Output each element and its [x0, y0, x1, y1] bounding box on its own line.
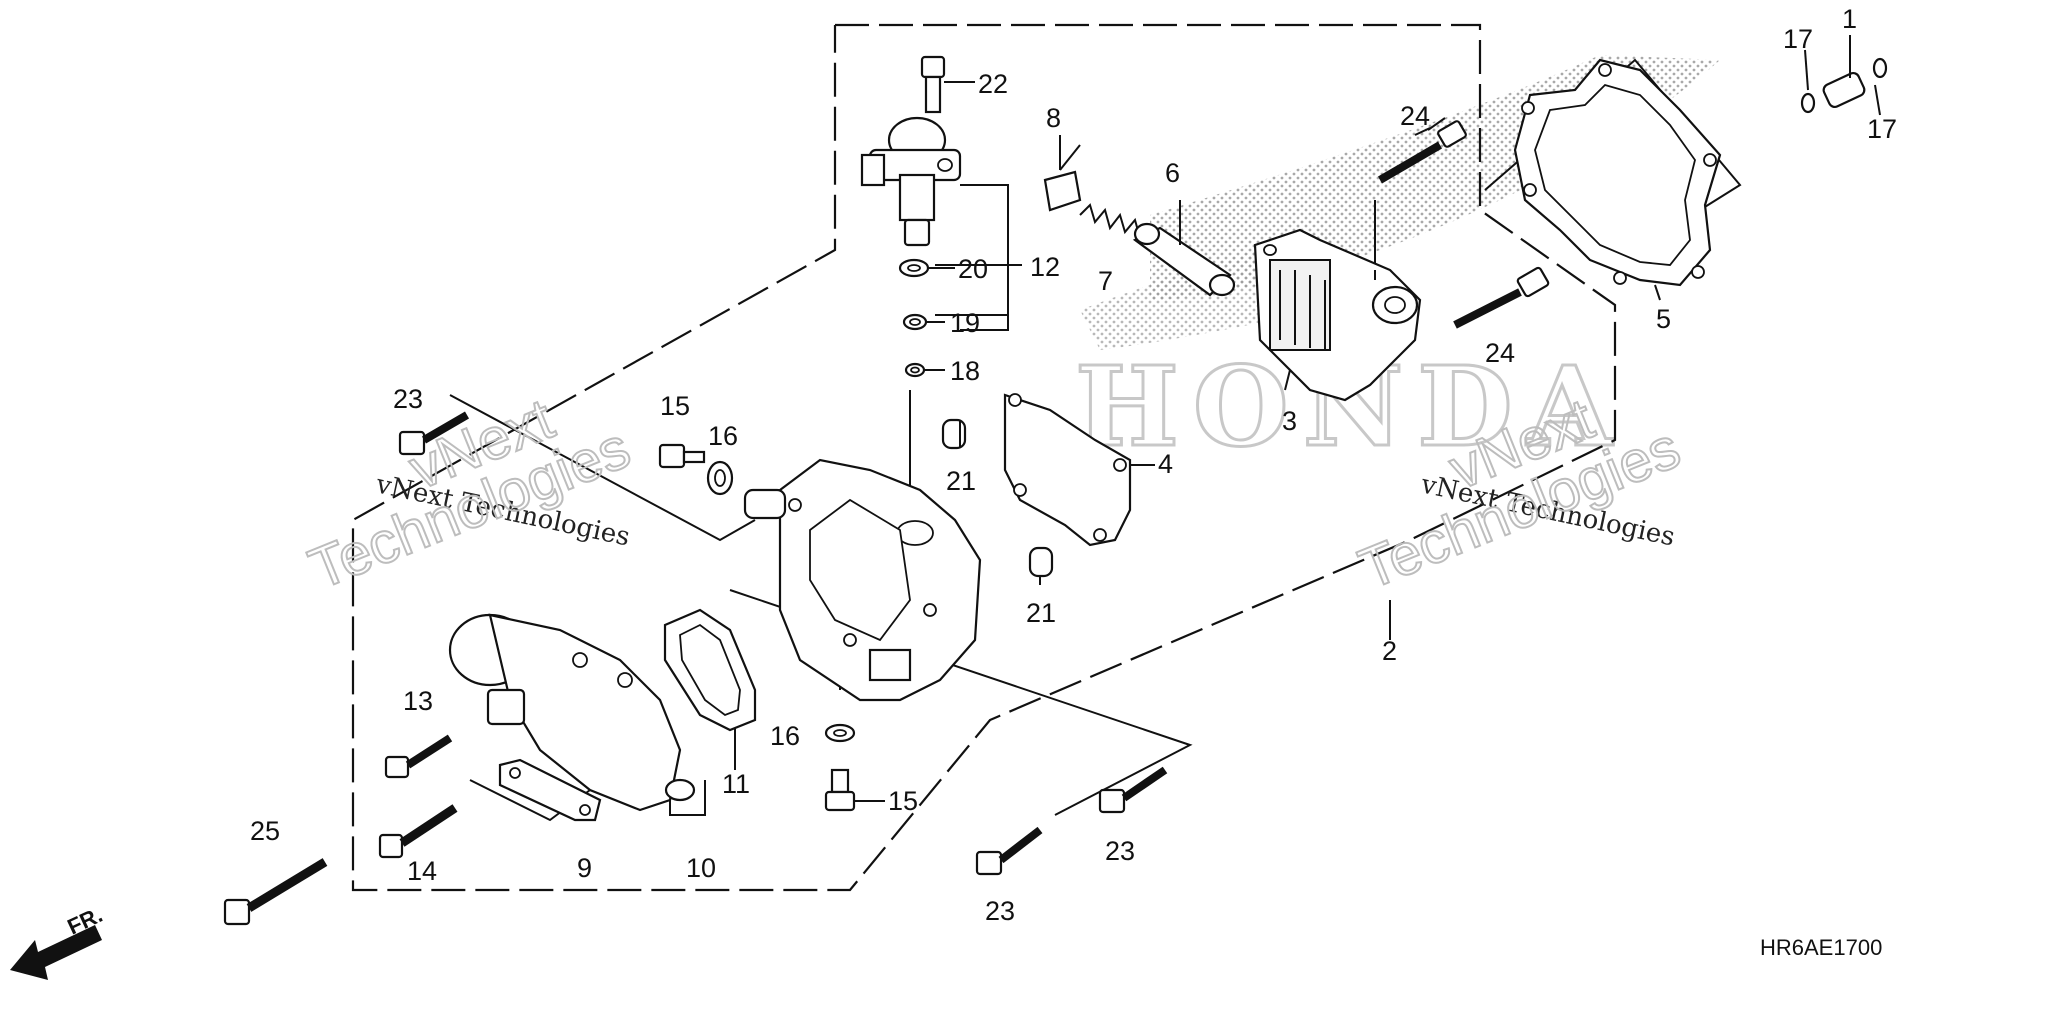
callout-24-lower: 24 [1485, 338, 1515, 368]
callout-21-lower: 21 [1026, 598, 1056, 628]
callout-16-lower: 16 [770, 721, 800, 751]
washer-17 [1800, 57, 1888, 114]
bolt-13 [384, 734, 453, 779]
part-8 [1043, 135, 1082, 212]
solenoid-10 [448, 613, 696, 812]
callouts: 1 2 3 4 5 6 7 8 9 10 11 12 13 14 15 15 1… [250, 4, 1897, 926]
callout-23-lower-left: 23 [985, 896, 1015, 926]
front-direction-arrow: FR. [10, 902, 106, 980]
callout-5: 5 [1656, 304, 1671, 334]
callout-23-lower-right: 23 [1105, 836, 1135, 866]
bolt-24-lower [1453, 266, 1550, 329]
assembly-frame [351, 23, 1617, 892]
callout-16-upper: 16 [708, 421, 738, 451]
dowel-21-upper [941, 418, 967, 450]
bracket-9 [498, 758, 602, 822]
callout-10: 10 [686, 853, 716, 883]
washer-16-lower [824, 723, 856, 743]
callout-4: 4 [1158, 449, 1173, 479]
callout-11: 11 [722, 769, 750, 799]
callout-8: 8 [1046, 103, 1061, 133]
washer-16-upper [706, 460, 734, 496]
callout-22: 22 [978, 69, 1008, 99]
callout-23-upper: 23 [393, 384, 423, 414]
bolt-23-lower-left [975, 826, 1043, 876]
washers [898, 258, 955, 378]
leader-lines [959, 49, 1881, 640]
callout-12: 12 [1030, 252, 1060, 282]
callout-19: 19 [950, 308, 980, 338]
solenoid-12 [860, 116, 962, 247]
bolt-24-upper [1377, 117, 1467, 184]
callout-3: 3 [1282, 406, 1297, 436]
plug-1 [1822, 35, 1866, 109]
callout-13: 13 [403, 686, 433, 716]
plate-4 [1003, 393, 1155, 547]
callout-1: 1 [1842, 4, 1857, 34]
callout-6: 6 [1165, 158, 1180, 188]
callout-21-upper: 21 [946, 466, 976, 496]
callout-24-upper: 24 [1400, 101, 1430, 131]
bolt-23-upper [398, 411, 470, 456]
callout-7: 7 [1098, 266, 1113, 296]
bolt-22 [920, 55, 975, 114]
valve-body-3 [1253, 228, 1422, 402]
callout-18: 18 [950, 356, 980, 386]
bolt-15-lower [824, 768, 885, 812]
main-housing [743, 458, 982, 702]
dowel-21-lower [1028, 546, 1054, 578]
callout-17-upper: 17 [1783, 24, 1813, 54]
callout-20: 20 [958, 254, 988, 284]
callout-25: 25 [250, 816, 280, 846]
callout-17-lower: 17 [1867, 114, 1897, 144]
bolt-25 [223, 858, 328, 926]
callout-2: 2 [1382, 636, 1397, 666]
valve-6 [1132, 200, 1236, 297]
bolt-14 [378, 804, 458, 859]
front-direction-label: FR. [64, 902, 107, 940]
callout-9: 9 [577, 853, 592, 883]
bolt-15-upper [658, 443, 706, 469]
bolt-23-lower-right [1098, 766, 1168, 814]
callout-14: 14 [407, 856, 437, 886]
spring-7 [1079, 203, 1141, 239]
callout-15-upper: 15 [660, 391, 690, 421]
gasket-11 [663, 608, 757, 732]
diagram-code: HR6AE1700 [1760, 935, 1882, 960]
callout-15-lower: 15 [888, 786, 918, 816]
gasket-5 [1513, 58, 1722, 287]
